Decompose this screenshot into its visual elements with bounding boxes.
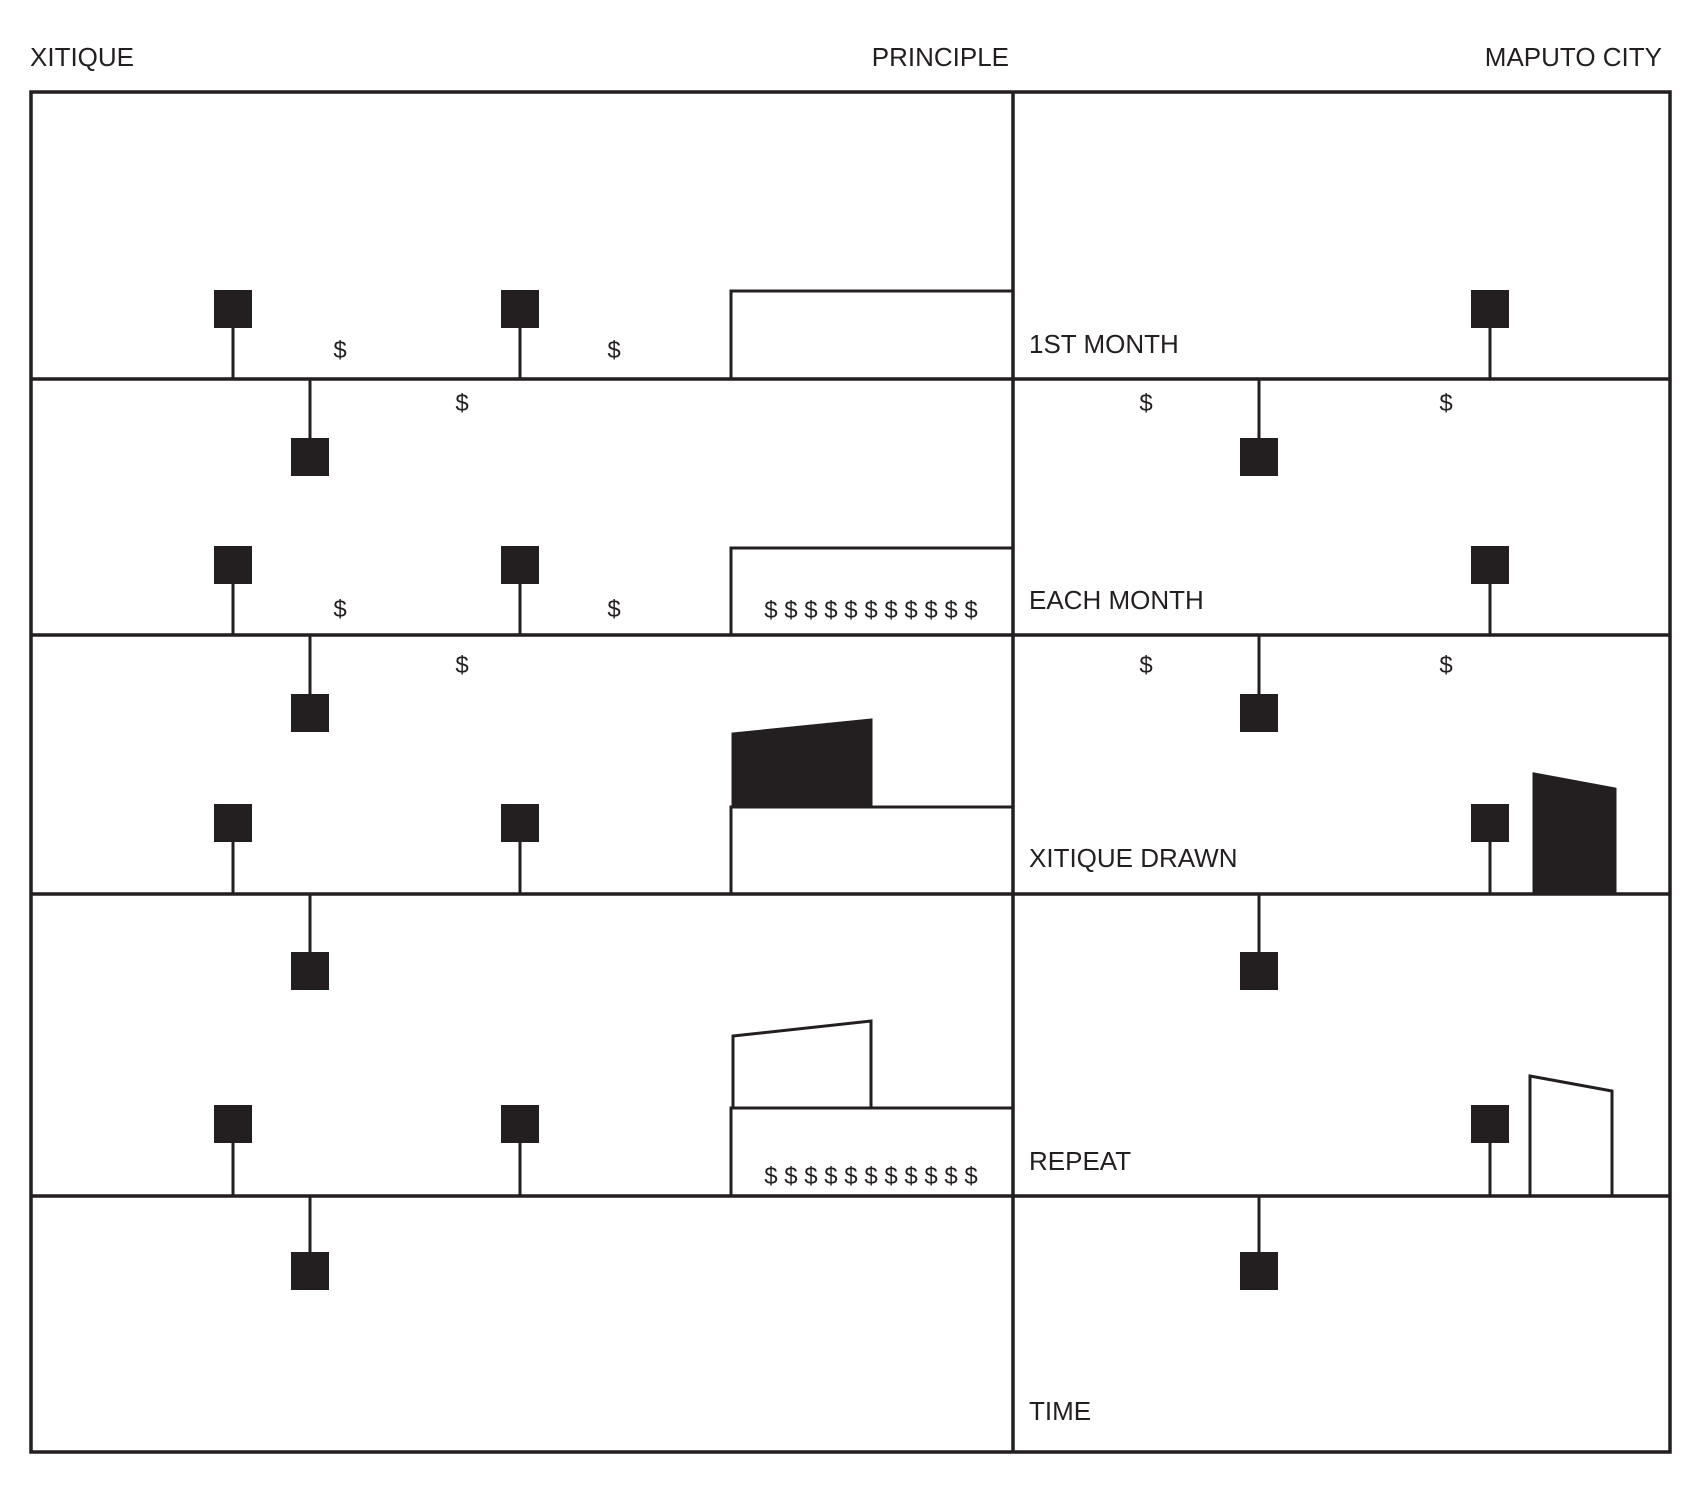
member-square: [214, 1105, 252, 1143]
dollar-sign: $: [333, 596, 346, 623]
dollar-sign: $: [607, 337, 620, 364]
dollar-sign: $: [1139, 652, 1152, 679]
member-square: [501, 290, 539, 328]
header-right-title: MAPUTO CITY: [1485, 42, 1662, 72]
member-square: [214, 546, 252, 584]
member-square: [1471, 290, 1509, 328]
row-label-each-month: EACH MONTH: [1029, 585, 1204, 615]
member-square: [291, 1252, 329, 1290]
header-left-title: XITIQUE: [30, 42, 134, 72]
member-square: [1471, 804, 1509, 842]
pot-box: [729, 805, 1012, 894]
member-square: [1240, 694, 1278, 732]
pot-box: [729, 1106, 1012, 1196]
member-square: [501, 546, 539, 584]
dollar-sign: $: [1439, 652, 1452, 679]
built-house: [1532, 772, 1617, 896]
dollar-sign: $: [333, 337, 346, 364]
member-square: [214, 804, 252, 842]
member-square: [1471, 546, 1509, 584]
member-square: [1240, 952, 1278, 990]
built-house-outline: [1528, 1074, 1614, 1198]
member-square: [291, 952, 329, 990]
row-label-1st-month: 1ST MONTH: [1029, 329, 1179, 359]
row-label-xitique-drawn: XITIQUE DRAWN: [1029, 843, 1237, 873]
dollar-stack: $ $ $ $ $ $ $ $ $ $ $: [764, 597, 978, 624]
dollar-sign: $: [455, 390, 468, 417]
row-1st-month: $ $: [214, 289, 1509, 379]
member-square: [214, 290, 252, 328]
dollar-sign: $: [455, 652, 468, 679]
member-square: [1471, 1105, 1509, 1143]
pot-box: [729, 289, 1012, 379]
drawn-house: [731, 718, 873, 808]
dollar-sign: $: [1139, 390, 1152, 417]
row-time: [291, 1196, 1278, 1290]
member-square: [291, 694, 329, 732]
dollar-sign: $: [607, 596, 620, 623]
row-each-month: $ $ $ $ $ $ $ $ $ $ $ $ $ $ $ $: [214, 379, 1509, 635]
row-repeat: $ $ $ $ $ $ $ $ $ $ $: [214, 894, 1614, 1198]
member-square: [1240, 438, 1278, 476]
row-label-time: TIME: [1029, 1396, 1091, 1426]
member-square: [291, 438, 329, 476]
member-square: [1240, 1252, 1278, 1290]
row-xitique-drawn: $ $ $: [214, 635, 1617, 896]
dollar-sign: $: [1439, 390, 1452, 417]
member-square: [501, 804, 539, 842]
diagram-frame: [29, 90, 1672, 1454]
dollar-stack: $ $ $ $ $ $ $ $ $ $ $: [764, 1163, 978, 1190]
header-center-title: PRINCIPLE: [872, 42, 1009, 72]
row-label-repeat: REPEAT: [1029, 1146, 1131, 1176]
drawn-house-outline: [731, 1019, 873, 1110]
pot-box: [729, 546, 1012, 635]
member-square: [501, 1105, 539, 1143]
